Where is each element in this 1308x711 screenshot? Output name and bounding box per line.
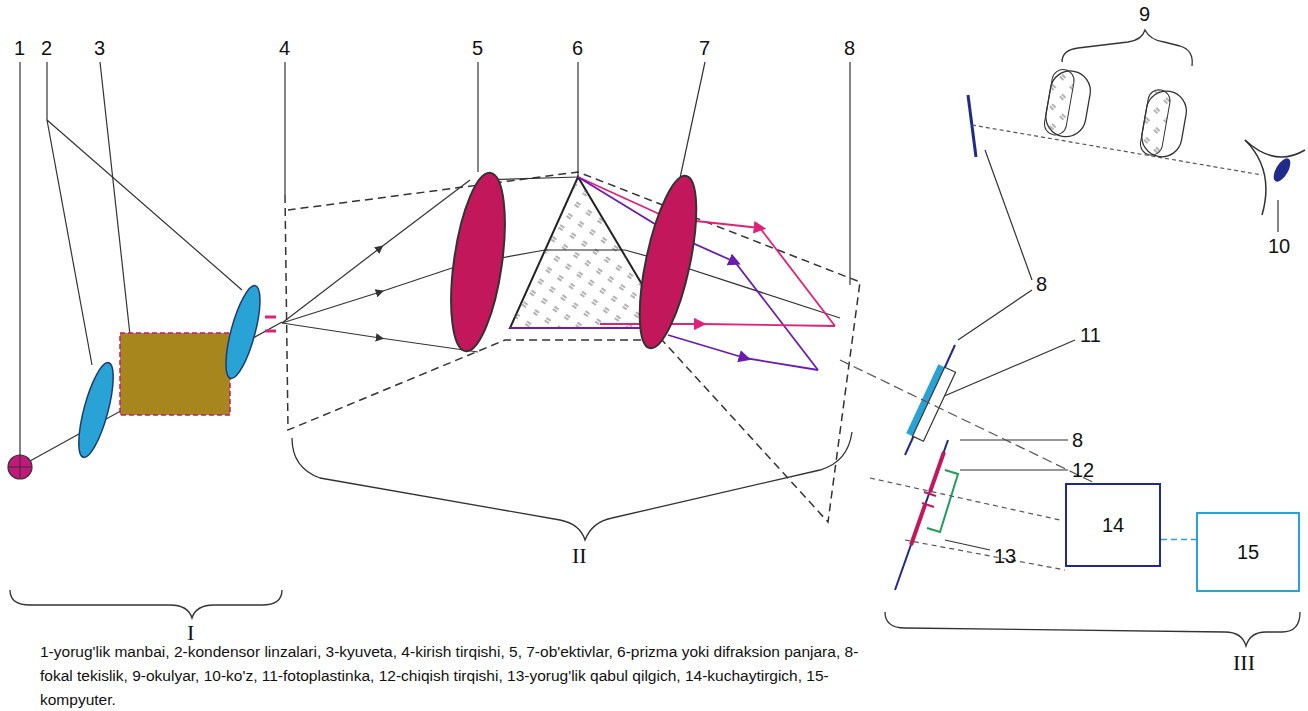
device-box: 14 [1065, 483, 1161, 567]
roman-numeral: III [1233, 652, 1255, 674]
focal-plane [895, 440, 948, 590]
callout-number: 9 [1139, 4, 1150, 24]
callout-number: 10 [1268, 236, 1290, 256]
roman-numeral: II [572, 545, 587, 567]
leader-lines [20, 62, 1075, 550]
cuvette [120, 333, 230, 415]
box-label: 15 [1237, 541, 1259, 564]
optical-axis [840, 360, 1130, 500]
optical-axis [905, 540, 1065, 570]
eyepiece [1043, 68, 1190, 160]
callout-number: 6 [572, 38, 583, 58]
optical-axis [870, 478, 1060, 520]
callout-number: 11 [1080, 325, 1101, 345]
callout-number: 7 [699, 38, 710, 58]
light-rays [282, 177, 840, 352]
callout-number: 8 [844, 38, 855, 58]
signal-line [1161, 539, 1196, 541]
roman-numeral: I [187, 622, 194, 644]
box-label: 14 [1102, 514, 1124, 537]
bracket [292, 432, 852, 540]
objective-lens [628, 171, 708, 352]
photographic-plate [906, 364, 955, 441]
condenser-lens [219, 283, 267, 382]
callout-number: 1 [14, 38, 25, 58]
callout-number: 3 [94, 38, 105, 58]
eye [1245, 140, 1305, 232]
bracket [885, 612, 1300, 646]
callout-number: 5 [472, 38, 483, 58]
callout-number: 13 [994, 546, 1016, 566]
exit-slit [922, 492, 936, 507]
figure-caption: 1-yorug'lik manbai, 2-kondensor linzalar… [40, 640, 890, 711]
monochromator-housing [285, 172, 860, 522]
optical-axis [972, 125, 1262, 175]
bracket [10, 590, 282, 618]
entrance-slit [265, 317, 276, 331]
callout-number: 2 [41, 38, 52, 58]
callout-number: 8 [1036, 274, 1047, 294]
light-source [8, 455, 32, 479]
callout-number: 12 [1072, 460, 1094, 480]
callout-number: 8 [1072, 430, 1083, 450]
callout-number: 4 [279, 38, 290, 58]
bracket [1062, 30, 1192, 66]
focal-plane [905, 345, 955, 455]
condenser-lens [72, 360, 121, 461]
objective-lens [442, 170, 515, 355]
light-detector [927, 470, 958, 532]
device-box: 15 [1196, 512, 1300, 592]
